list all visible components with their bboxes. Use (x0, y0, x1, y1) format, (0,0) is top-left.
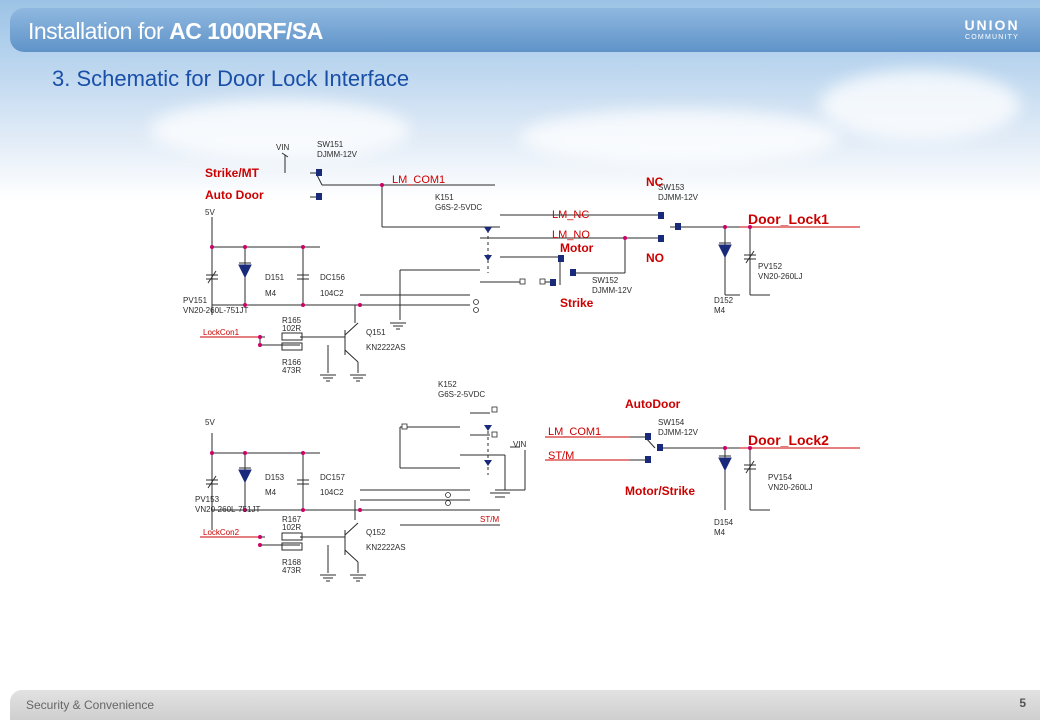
no-label: NO (646, 251, 664, 265)
sw154-type: DJMM-12V (658, 428, 699, 437)
sw154-label: SW154 (658, 418, 685, 427)
cloud-decoration (150, 100, 410, 160)
motor-strike-label: Motor/Strike (625, 484, 695, 498)
5v-label: 5V (205, 208, 215, 217)
pv153-type: VN20-260L-751JT (195, 505, 260, 514)
autodoor-label: AutoDoor (625, 397, 681, 411)
cloud-decoration (520, 110, 840, 165)
st-m-net-bottom: ST/M (480, 515, 499, 524)
footer-tagline: Security & Convenience (26, 698, 155, 712)
lm-nc-net: LM_NC (552, 209, 589, 221)
sw152-type: DJMM-12V (592, 286, 633, 295)
r168-value: 473R (282, 566, 301, 575)
header-bar (10, 8, 1040, 52)
dc156-label: DC156 (320, 273, 345, 282)
d152-label: D152 (714, 296, 734, 305)
header-title: Installation for AC 1000RF/SA (28, 18, 323, 44)
union-community-logo: UNION COMMUNITY (964, 17, 1020, 42)
lm-no-net: LM_NO (552, 229, 590, 241)
pv154-label: PV154 (768, 473, 793, 482)
k152-label: K152 (438, 380, 457, 389)
page-title: 3. Schematic for Door Lock Interface (52, 66, 410, 91)
d154-type: M4 (714, 528, 726, 537)
d154-label: D154 (714, 518, 734, 527)
q152-label: Q152 (366, 528, 386, 537)
sw151-label: SW151 (317, 140, 344, 149)
r168-label: R168 (282, 558, 302, 567)
auto-door-label: Auto Door (205, 188, 264, 202)
strike-label: Strike (560, 296, 594, 310)
st-m-net: ST/M (548, 450, 574, 462)
door-lock2-label: Door_Lock2 (748, 432, 829, 448)
motor-label: Motor (560, 241, 594, 255)
r165-label: R165 (282, 316, 302, 325)
dc157-label: DC157 (320, 473, 345, 482)
d153-type: M4 (265, 488, 277, 497)
pv153-label: PV153 (195, 495, 220, 504)
dc156-value: 104C2 (320, 289, 344, 298)
page-number: 5 (1019, 696, 1026, 710)
d153-label: D153 (265, 473, 285, 482)
sw153-type: DJMM-12V (658, 193, 699, 202)
vin-label: VIN (276, 143, 290, 152)
d151-type: M4 (265, 289, 277, 298)
cloud-decoration (820, 70, 1020, 140)
r166-label: R166 (282, 358, 302, 367)
r166-value: 473R (282, 366, 301, 375)
d152-type: M4 (714, 306, 726, 315)
q152-type: KN2222AS (366, 543, 406, 552)
k152-type: G6S-2-5VDC (438, 390, 485, 399)
lockcon2-label: LockCon2 (203, 528, 240, 537)
q151-type: KN2222AS (366, 343, 406, 352)
dc157-value: 104C2 (320, 488, 344, 497)
r165-value: 102R (282, 324, 301, 333)
5v-label-bottom: 5V (205, 418, 215, 427)
strike-mt-label: Strike/MT (205, 166, 260, 180)
pv152-label: PV152 (758, 262, 783, 271)
door-lock1-label: Door_Lock1 (748, 211, 829, 227)
r167-value: 102R (282, 523, 301, 532)
k151-type: G6S-2-5VDC (435, 203, 482, 212)
pv154-type: VN20-260LJ (768, 483, 812, 492)
sw153-label: SW153 (658, 183, 685, 192)
lm-com1-net: LM_COM1 (392, 174, 445, 186)
nc-label: NC (646, 175, 664, 189)
pv152-type: VN20-260LJ (758, 272, 802, 281)
sw151-type: DJMM-12V (317, 150, 358, 159)
pv151-label: PV151 (183, 296, 208, 305)
door-lock-schematic: VIN SW151 DJMM-12V K151 G6S-2-5VDC SW153… (183, 140, 860, 582)
vin-label-bottom: VIN (513, 440, 527, 449)
r167-label: R167 (282, 515, 302, 524)
k151-label: K151 (435, 193, 454, 202)
q151-label: Q151 (366, 328, 386, 337)
sw152-label: SW152 (592, 276, 619, 285)
d151-label: D151 (265, 273, 285, 282)
pv151-type: VN20-260L-751JT (183, 306, 248, 315)
lockcon1-label: LockCon1 (203, 328, 240, 337)
lm-com1-net-bottom: LM_COM1 (548, 426, 601, 438)
footer-bar: Security & Convenience 5 (10, 690, 1040, 720)
